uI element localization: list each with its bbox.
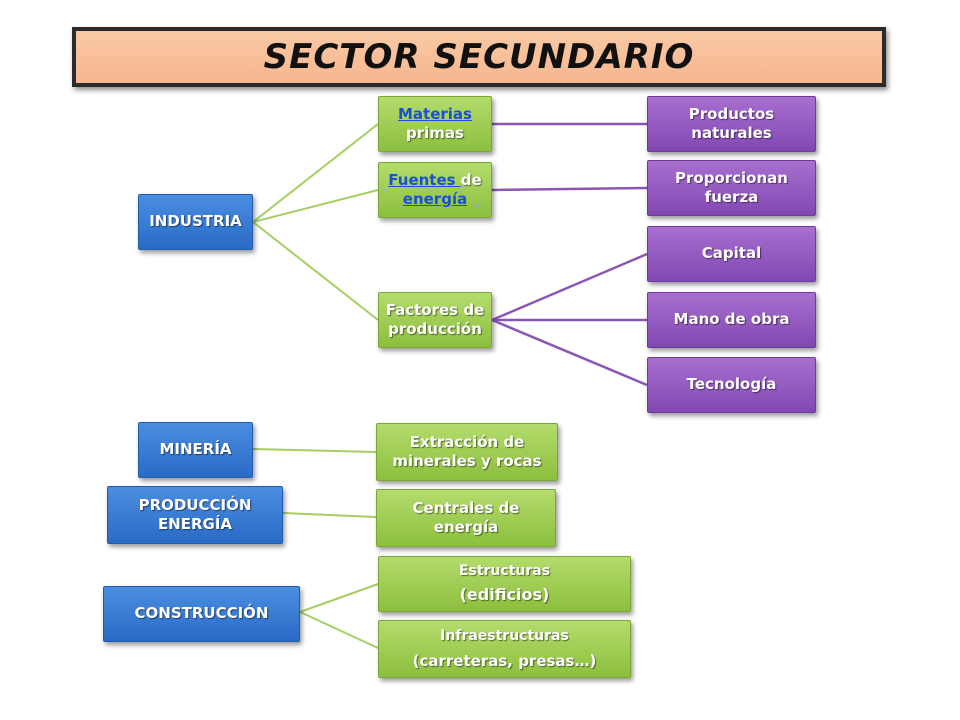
node-factores-produccion: Factores de producción: [378, 292, 492, 348]
node-capital: Capital: [647, 226, 816, 282]
node-materias-primas: Materias primas: [378, 96, 492, 152]
node-productos-naturales: Productos naturales: [647, 96, 816, 152]
link-industria-materias: [252, 123, 379, 223]
page-title: SECTOR SECUNDARIO: [263, 37, 695, 77]
link-mineria-extraccion: [252, 448, 377, 453]
node-mineria: MINERÍA: [138, 422, 253, 478]
node-industria: INDUSTRIA: [138, 194, 253, 250]
link-fuentes-proporcionan: [491, 186, 648, 192]
node-produccion-energia: PRODUCCIÓN ENERGÍA: [107, 486, 283, 544]
fuentes-link[interactable]: Fuentes: [388, 170, 461, 189]
link-construccion-infra: [299, 611, 379, 649]
materias-link[interactable]: Materias: [398, 104, 472, 123]
node-construccion: CONSTRUCCIÓN: [103, 586, 300, 642]
node-fuentes-energia: Fuentes de energía: [378, 162, 492, 218]
link-construccion-estructuras: [299, 583, 379, 613]
node-centrales: Centrales de energía: [376, 489, 556, 547]
node-extraccion: Extracción de minerales y rocas: [376, 423, 558, 481]
energia-link[interactable]: energía: [402, 190, 468, 208]
link-produccion-centrales: [282, 512, 377, 518]
node-infraestructuras: Infraestructuras (carreteras, presas…): [378, 620, 631, 678]
node-proporcionan-fuerza: Proporcionan fuerza: [647, 160, 816, 216]
node-mano-de-obra: Mano de obra: [647, 292, 816, 348]
link-factores-capital: [491, 252, 648, 322]
link-factores-tecnologia: [491, 318, 648, 387]
title-banner: SECTOR SECUNDARIO: [72, 27, 886, 87]
node-estructuras: Estructuras (edificios): [378, 556, 631, 612]
link-industria-factores: [252, 221, 379, 321]
node-tecnologia: Tecnología: [647, 357, 816, 413]
link-industria-fuentes: [252, 189, 379, 223]
